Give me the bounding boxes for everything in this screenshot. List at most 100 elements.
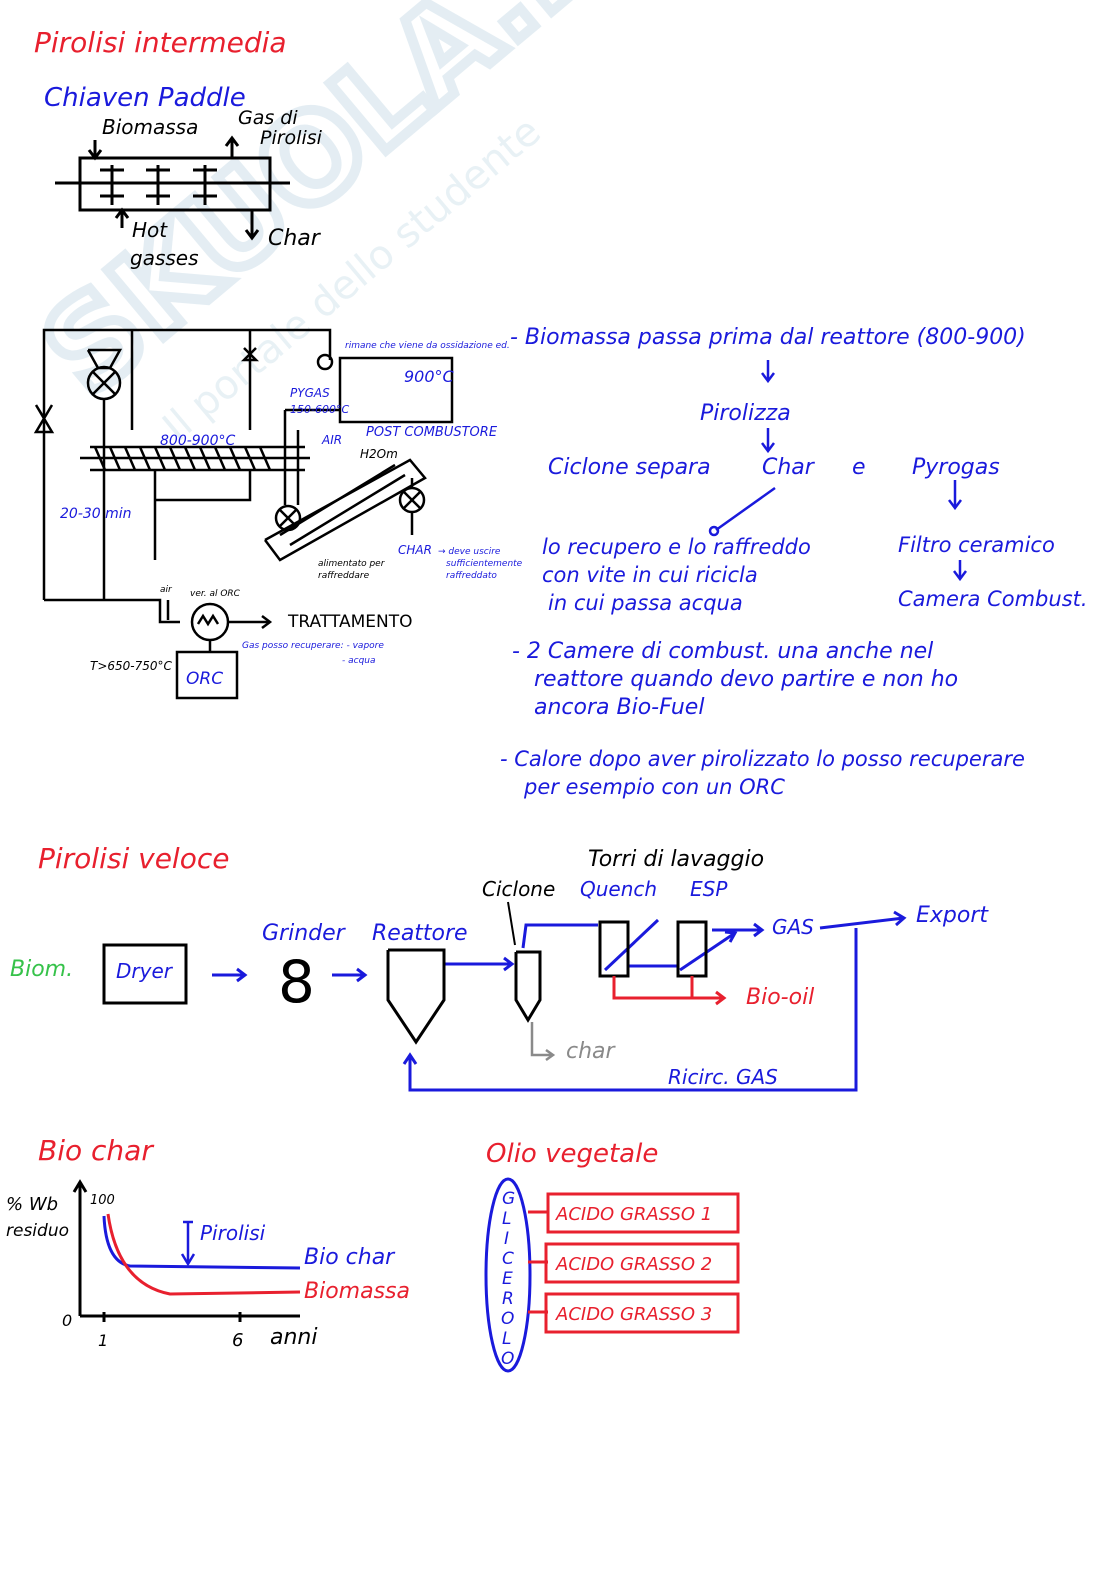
flow-gas: GAS — [772, 915, 814, 939]
plant-h2o: H2Om — [360, 447, 398, 461]
glicerolo-letter: L — [502, 1329, 511, 1349]
glicerolo-letter: L — [502, 1209, 511, 1229]
plant-char-note-1: → deve uscire — [438, 547, 501, 557]
flow-export: Export — [916, 903, 989, 928]
biochar-pirolisi: Pirolisi — [200, 1221, 266, 1245]
flow-biom: Biom. — [10, 957, 73, 982]
section4-title: Olio vegetale — [486, 1139, 658, 1169]
glicerolo-letter: O — [501, 1309, 514, 1329]
glicerolo-letter: I — [504, 1229, 509, 1249]
flow-biooil-line — [612, 976, 724, 1000]
note-1-right-1: Filtro ceramico — [898, 533, 1055, 557]
flow-reactor-shape — [386, 948, 446, 1045]
biochar-origin: 0 — [62, 1311, 72, 1330]
plant-air-small: air — [160, 585, 173, 595]
paddle-hot-label-2: gasses — [130, 246, 199, 270]
plant-trattamento: TRATTAMENTO — [287, 612, 413, 632]
acido-grasso-1: ACIDO GRASSO 1 — [555, 1204, 712, 1225]
note-1-left-1: lo recupero e lo raffreddo — [542, 535, 811, 559]
paddle-hot-label-1: Hot — [132, 218, 168, 242]
plant-schematic — [33, 328, 454, 700]
section1-title: Pirolisi intermedia — [34, 26, 287, 59]
plant-temp-chamber: 900°C — [404, 367, 455, 386]
flow-char-line — [530, 1022, 552, 1057]
paddle-char-label: Char — [268, 226, 322, 251]
plant-char-out: CHAR — [398, 543, 432, 557]
section2-title: Pirolisi veloce — [38, 842, 229, 875]
plant-note-top: rimane che viene da ossidazione ed. — [345, 341, 510, 351]
plant-reactor-temp: 800-900°C — [160, 433, 235, 449]
biochar-legend-biomassa: Biomassa — [304, 1279, 410, 1304]
biochar-x-unit: anni — [270, 1325, 317, 1350]
plant-post-combustore: POST COMBUSTORE — [366, 425, 498, 440]
glicerolo-letter: R — [502, 1289, 514, 1309]
glicerolo-letter: E — [502, 1269, 513, 1289]
paddle-gas-label-1: Gas di — [238, 107, 298, 129]
plant-char-note-3: raffreddato — [446, 571, 497, 581]
section3-title: Bio char — [38, 1134, 154, 1167]
biochar-series-biomassa — [106, 1213, 301, 1296]
plant-treat-note-2: - acqua — [342, 656, 376, 666]
note-1-pirolizza: Pirolizza — [700, 401, 791, 426]
note-3-line-1: - Calore dopo aver pirolizzato lo posso … — [500, 747, 1025, 771]
plant-air: AIR — [321, 433, 342, 447]
biochar-x-6: 6 — [232, 1330, 243, 1351]
flow-cyclone-shape — [514, 950, 542, 1023]
flow-ciclone-label: Ciclone — [482, 877, 555, 901]
note-3-line-2: per esempio con un ORC — [523, 775, 785, 799]
plant-residence: 20-30 min — [60, 506, 132, 522]
plant-cool-note-2: raffreddare — [318, 571, 370, 581]
glicerolo-oval — [484, 1177, 532, 1373]
biochar-ylabel-2: residuo — [6, 1221, 69, 1241]
flow-ricirc: Ricirc. GAS — [668, 1065, 778, 1089]
flow-quench-tower — [598, 920, 630, 978]
glicerolo-letter: C — [502, 1249, 514, 1269]
acido-grasso-box-2 — [544, 1242, 740, 1284]
flow-quench: Quench — [580, 877, 657, 901]
note-2-line-2: reattore quando devo partire e non ho — [534, 667, 958, 692]
note-1-left-2: con vite in cui ricicla — [542, 563, 758, 587]
biochar-x-1: 1 — [98, 1331, 108, 1350]
glicerolo-letter: O — [501, 1349, 514, 1369]
flow-char: char — [566, 1039, 617, 1064]
biochar-ylabel-1: % Wb — [6, 1194, 58, 1215]
acido-grasso-2: ACIDO GRASSO 2 — [555, 1254, 712, 1275]
note-1-right-2: Camera Combust. — [898, 587, 1088, 611]
note-1-pyrogas: Pyrogas — [912, 455, 1000, 480]
note-1-char: Char — [762, 455, 816, 480]
note-1-e: e — [852, 455, 866, 480]
flow-esp: ESP — [690, 877, 728, 901]
flow-dryer: Dryer — [116, 959, 174, 983]
flow-reattore-label: Reattore — [372, 921, 468, 946]
plant-treat-note-1: Gas posso recuperare: - vapore — [242, 641, 384, 651]
note-1-ciclone: Ciclone separa — [548, 455, 711, 480]
note-1: - Biomassa passa prima dal reattore (800… — [510, 325, 1026, 350]
paddle-gas-label-2: Pirolisi — [260, 127, 323, 149]
biochar-y-top: 100 — [90, 1193, 115, 1208]
note-1-left-3: in cui passa acqua — [548, 591, 743, 615]
plant-pygas-2: 150-600°C — [290, 403, 349, 416]
flow-biooil: Bio-oil — [746, 985, 814, 1010]
plant-pygas-1: PYGAS — [290, 386, 330, 400]
paddle-reactor — [55, 135, 290, 241]
flow-grinder-symbol: 8 — [278, 948, 315, 1016]
plant-orc-small: ver. al ORC — [190, 589, 241, 599]
flow-torri: Torri di lavaggio — [588, 847, 764, 872]
flow-dryer-box — [102, 943, 188, 1005]
flow-grinder-label: Grinder — [262, 921, 347, 946]
plant-orc: ORC — [186, 669, 223, 689]
glicerolo-letters: G L I C E R O L O — [501, 1189, 515, 1369]
note-arrows — [708, 360, 967, 582]
biochar-series-biochar — [102, 1215, 301, 1270]
section1-subtitle: Chiaven Paddle — [44, 83, 246, 113]
flow-arrows — [212, 910, 907, 1092]
paddle-in-label: Biomassa — [102, 115, 198, 139]
note-2-line-3: ancora Bio-Fuel — [534, 695, 704, 720]
glicerolo-letter: G — [502, 1189, 515, 1209]
acido-grasso-box-1 — [546, 1192, 740, 1234]
plant-temp-bottom: T>650-750°C — [90, 659, 173, 673]
biochar-legend-biochar: Bio char — [304, 1245, 396, 1270]
note-2-line-1: - 2 Camere di combust. una anche nel — [512, 639, 933, 664]
acido-grasso-3: ACIDO GRASSO 3 — [555, 1304, 712, 1325]
